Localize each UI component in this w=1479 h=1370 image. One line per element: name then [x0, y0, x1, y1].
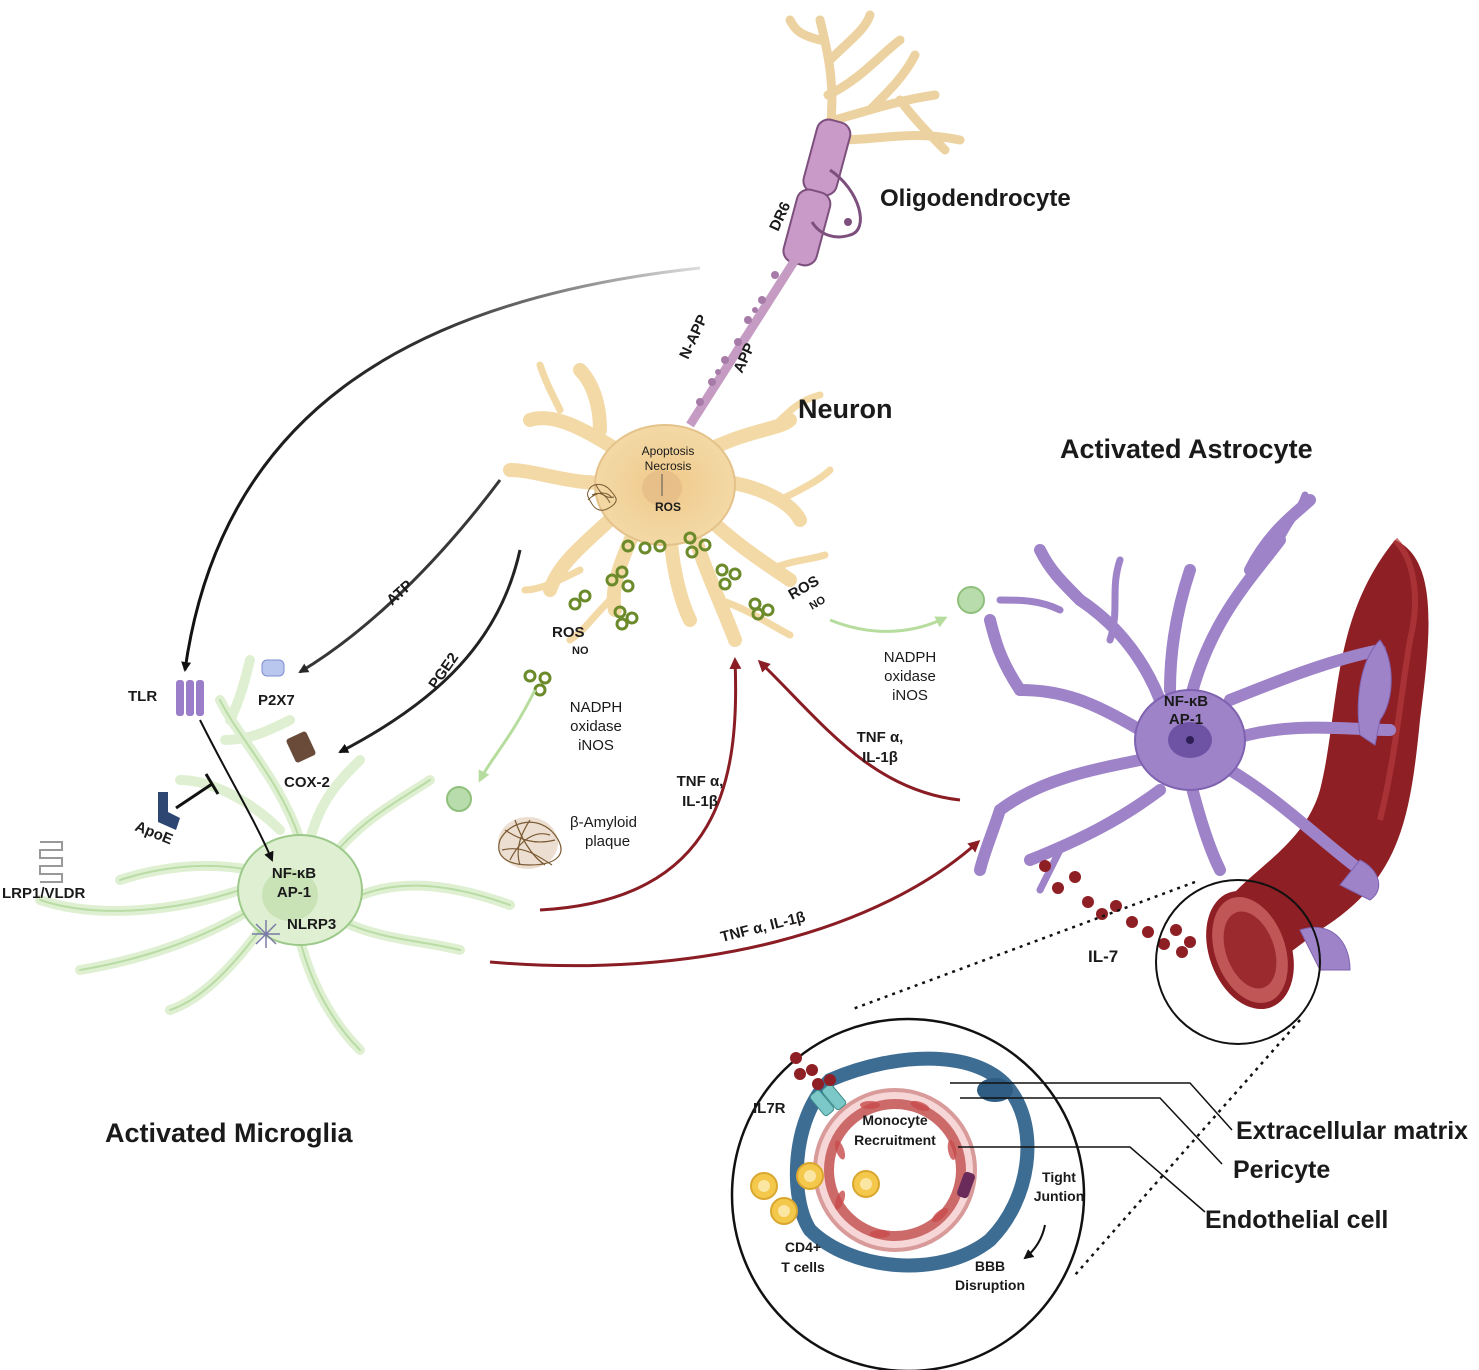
microglia-title: Activated Microglia — [105, 1118, 354, 1148]
lrp1-receptor-icon — [39, 841, 63, 883]
pericyte-body — [977, 1078, 1013, 1102]
napp-label: N-APP — [676, 312, 711, 361]
microglia-nfkb-label: NF-κB — [272, 865, 316, 882]
p2x7-receptor-icon — [261, 659, 285, 677]
tlr-receptor-icon — [176, 680, 184, 716]
tight-line1: Tight — [1042, 1169, 1076, 1185]
vessel-inset — [730, 879, 1321, 1370]
secreted-vesicle — [446, 786, 472, 812]
bbb-line1: BBB — [975, 1258, 1005, 1274]
p2x7-label: P2X7 — [258, 692, 295, 709]
astrocyte-title: Activated Astrocyte — [1060, 434, 1313, 464]
tnf-center-line1: TNF α, — [677, 773, 724, 790]
app-label: APP — [730, 341, 758, 376]
nadph-right-line3: iNOS — [892, 687, 928, 704]
nlrp3-label: NLRP3 — [287, 916, 336, 933]
nadph-right-line1: NADPH — [884, 649, 937, 666]
myelin-segment — [802, 118, 852, 197]
microglia-ap1-label: AP-1 — [277, 884, 311, 901]
apoptosis-label: Apoptosis — [642, 444, 695, 458]
lrp1-label: LRP1/VLDR — [2, 885, 86, 902]
arrows — [181, 266, 981, 968]
tnf-astro-line1: TNF α, — [857, 729, 904, 746]
axon — [686, 257, 799, 428]
il7r-receptor-icon — [809, 1089, 835, 1117]
no-right-label: NO — [808, 594, 829, 613]
cox2-enzyme-icon — [286, 731, 316, 763]
apoe-icon — [158, 792, 180, 830]
tight-junction-icon — [957, 1171, 975, 1199]
amyloid-clump-small — [587, 483, 617, 511]
astro-ap1-label: AP-1 — [1169, 711, 1203, 728]
astrocyte — [957, 491, 1396, 971]
amyloid-line2: plaque — [585, 833, 630, 850]
oligodendrocyte-process — [810, 168, 862, 239]
nadph-right-line2: oxidase — [884, 668, 936, 685]
astro-nfkb-label: NF-κB — [1164, 693, 1208, 710]
pge2-label: PGE2 — [425, 650, 462, 693]
amyloid-line1: β-Amyloid — [570, 814, 637, 831]
cox2-label: COX-2 — [284, 774, 330, 791]
il7-label: IL-7 — [1088, 947, 1118, 966]
ros-left-label: ROS — [552, 624, 585, 641]
vesicles — [523, 531, 775, 697]
monocyte-line1: Monocyte — [862, 1112, 928, 1128]
oligodendrocyte — [686, 10, 965, 428]
nadph-left-line3: iNOS — [578, 737, 614, 754]
legend-pericyte: Pericyte — [1233, 1156, 1330, 1184]
cd4-line1: CD4+ — [785, 1239, 821, 1255]
microglia — [35, 655, 515, 1055]
legend-endothelial: Endothelial cell — [1205, 1206, 1388, 1234]
bbb-line2: Disruption — [955, 1277, 1025, 1293]
necrosis-label: Necrosis — [645, 459, 692, 473]
tnf-astro-line2: IL-1β — [862, 749, 898, 766]
oligodendrocyte-title: Oligodendrocyte — [880, 185, 1071, 212]
nlrp3-inflammasome-icon — [252, 920, 280, 948]
zoom-source-circle — [1155, 879, 1321, 1045]
myelin-segment — [782, 188, 832, 267]
tlr-label: TLR — [128, 688, 157, 705]
secreted-vesicle — [957, 586, 985, 614]
il7-particles — [1039, 860, 1196, 958]
neuron-title: Neuron — [798, 394, 893, 424]
nadph-left-line1: NADPH — [570, 699, 623, 716]
il7r-label: IL7R — [753, 1100, 786, 1117]
neuron — [503, 361, 834, 697]
microglia-nucleus — [262, 869, 318, 921]
nadph-left-line2: oxidase — [570, 718, 622, 735]
neuron-ros-label: ROS — [655, 500, 681, 514]
tight-line2: Juntion — [1034, 1188, 1085, 1204]
tnf-bottom-label: TNF α, IL-1β — [719, 908, 807, 945]
tnf-center-line2: IL-1β — [682, 793, 718, 810]
cd4-line2: T cells — [781, 1259, 825, 1275]
beta-amyloid-plaque-icon — [498, 817, 562, 869]
no-left-label: NO — [572, 645, 589, 657]
legend-ecm: Extracellular matrix — [1236, 1117, 1468, 1145]
monocyte-line2: Recruitment — [854, 1132, 936, 1148]
